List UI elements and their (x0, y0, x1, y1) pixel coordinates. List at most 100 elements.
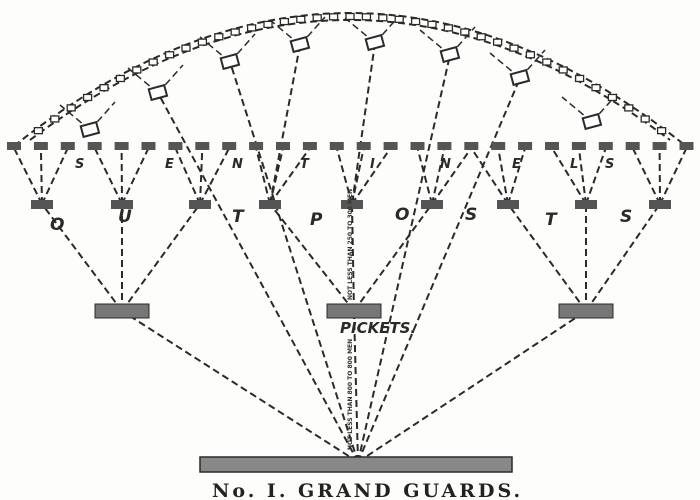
inner-arc (29, 19, 671, 141)
outposts-letter: O (50, 215, 64, 235)
outpost-box (341, 200, 363, 209)
picket-strength-note: NOT LESS THAN 250 TO 300 MEN (347, 189, 354, 300)
dashed-line (335, 147, 353, 205)
dashed-line (507, 147, 527, 205)
vedette (312, 14, 322, 22)
sentinels-letter: N (440, 157, 451, 172)
grand-guards-title: No. I. GRAND GUARDS. (212, 480, 523, 500)
outpost-box (259, 200, 281, 209)
sentinel-post (437, 142, 452, 150)
outpost-box (421, 200, 443, 209)
sentinel-post (222, 142, 237, 150)
sentinels-letter: S (75, 157, 84, 172)
vedette (427, 20, 437, 29)
vedette (148, 58, 158, 66)
connection-lines (13, 12, 688, 463)
dashed-line (357, 54, 451, 463)
sentinel-post (464, 142, 479, 150)
vedette (410, 17, 421, 26)
vedette (394, 15, 404, 23)
sentinels-letter: T (300, 157, 310, 172)
dashed-line (255, 147, 271, 205)
dashed-line (41, 147, 69, 205)
sentinel-post (7, 142, 21, 150)
dashed-line (199, 147, 204, 205)
dashed-line (659, 147, 688, 205)
patrol-post (147, 83, 169, 102)
dashed-line (351, 147, 392, 205)
vedette (640, 115, 650, 123)
sentinel-post (571, 142, 586, 150)
grand-guard-strength-note: NOT LESS THAN 800 TO 800 MEN (347, 339, 354, 450)
dashed-line (121, 203, 201, 312)
vedette (509, 44, 519, 52)
outpost-box (497, 200, 519, 209)
vedette (50, 115, 60, 123)
sentinel-post (679, 142, 694, 150)
sentinel-post (114, 142, 129, 150)
sentinels-letter: L (570, 157, 578, 172)
sentinels-letter: I (370, 157, 375, 172)
patrol-post (581, 112, 603, 131)
outposts-letter: O (395, 205, 409, 225)
sentinel-post (625, 142, 640, 150)
sentinels-letter: N (232, 157, 243, 172)
picket-box (326, 303, 382, 319)
vedette (164, 51, 175, 59)
picket-box (558, 303, 614, 319)
dashed-line (121, 310, 359, 463)
vedette (214, 33, 224, 41)
dashed-line (269, 203, 355, 312)
vedette (115, 74, 126, 83)
outpost-box (189, 200, 211, 209)
sentinel-post (249, 142, 264, 150)
posts (7, 12, 694, 473)
vedette (230, 28, 240, 36)
patrol-post (439, 45, 461, 64)
dashed-line (357, 310, 587, 463)
dashed-line (357, 77, 521, 463)
outposts-letter: U (118, 207, 132, 227)
sentinel-post (329, 142, 344, 150)
sentinel-post (518, 142, 533, 150)
dashed-line (121, 147, 150, 205)
sentinel-post (60, 142, 75, 150)
sentinel-post (383, 142, 398, 150)
dashed-line (470, 147, 509, 205)
dashed-line (39, 147, 43, 205)
dashed-line (507, 203, 587, 312)
outpost-box (111, 200, 133, 209)
dashed-line (353, 203, 433, 312)
patrol-post (289, 35, 311, 54)
dashed-line (93, 147, 123, 205)
sentinel-post (168, 142, 183, 150)
dashed-line (229, 61, 359, 463)
sentinels-letter: E (512, 157, 521, 172)
dashed-line (269, 44, 301, 205)
dashed-line (353, 310, 359, 463)
vedette (82, 93, 93, 102)
vedette (296, 15, 306, 23)
vedette (361, 13, 372, 21)
sentinel-post (33, 142, 48, 150)
grand-guard-bar (199, 456, 513, 473)
dashed-line (13, 147, 43, 205)
vedette (607, 93, 618, 102)
vedette (656, 127, 667, 135)
dashed-line (41, 203, 123, 312)
dashed-line (351, 147, 365, 205)
vedette (378, 14, 388, 22)
sentinel-post (491, 142, 506, 150)
sentinel-post (195, 142, 210, 150)
outposts-letter: T (545, 210, 558, 230)
sentinels-letter: S (605, 157, 614, 172)
vedette (99, 84, 109, 92)
sentinel-post (276, 142, 290, 150)
vedette (525, 51, 536, 59)
vedette (197, 38, 208, 46)
outpost-box (31, 200, 53, 209)
patrol-post (364, 33, 386, 52)
vedette (279, 17, 290, 26)
